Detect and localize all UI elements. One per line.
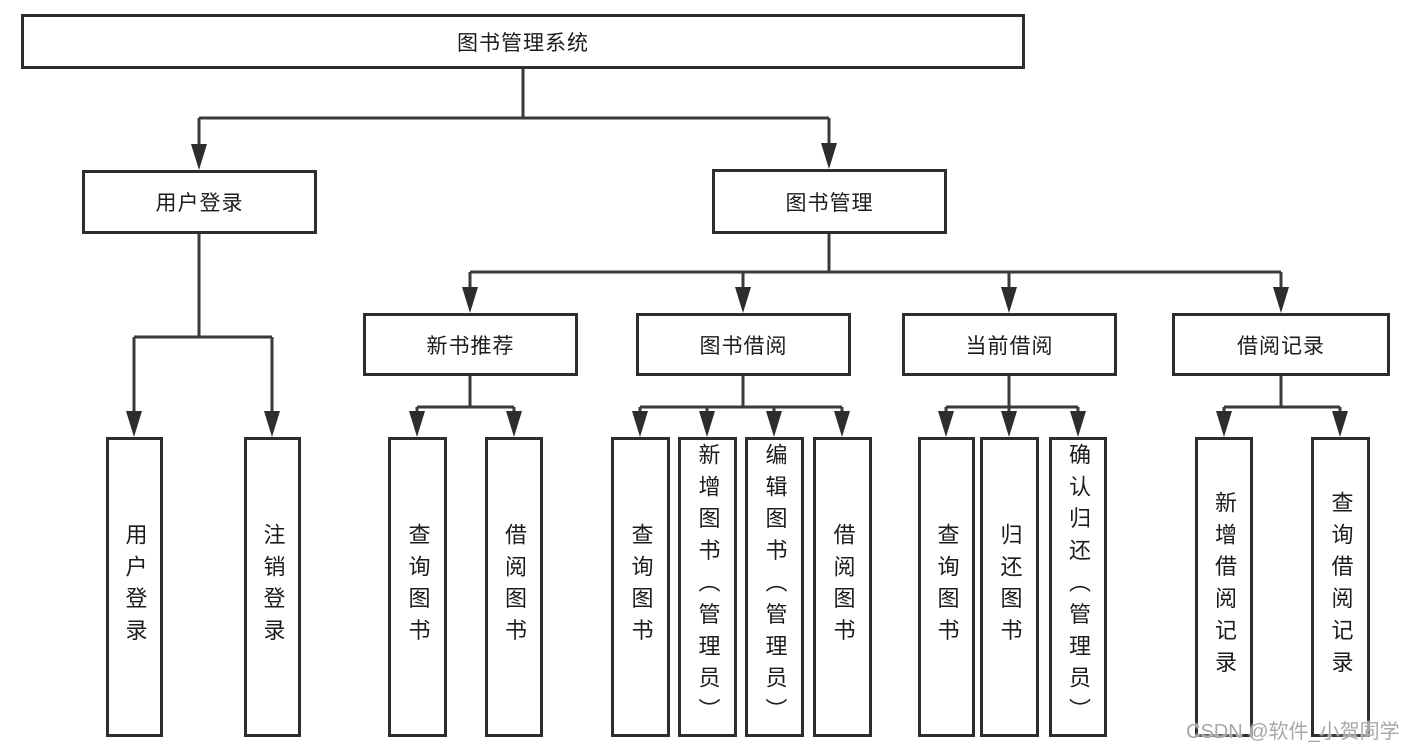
arrowhead-icon	[699, 411, 715, 437]
connector-userlogin-to-leaves	[132, 234, 274, 412]
arrowhead-icon	[632, 411, 648, 437]
connector-records-to-leaves	[1222, 376, 1342, 413]
connector-bookborrow-to-leaves	[638, 376, 844, 413]
leaf-logout: 注销登录	[244, 437, 301, 737]
arrowhead-icon	[1216, 411, 1232, 437]
leaf-user-login: 用户登录	[106, 437, 163, 737]
connector-newbook-to-leaves	[415, 376, 516, 413]
arrowhead-icon	[1001, 287, 1017, 313]
leaf-borrow-books: 借阅图书	[813, 437, 872, 737]
connector-currentborrow-to-leaves	[944, 376, 1080, 413]
leaf-query-borrow-record: 查询借阅记录	[1311, 437, 1370, 737]
arrowhead-icon	[462, 287, 478, 313]
leaf-borrow-books-recommend: 借阅图书	[485, 437, 543, 737]
arrowhead-icon	[821, 143, 837, 169]
leaf-query-books-current: 查询图书	[918, 437, 975, 737]
arrowhead-icon	[126, 411, 142, 437]
arrowhead-icon	[1332, 411, 1348, 437]
leaf-confirm-return-admin: 确认归还（管理员）	[1049, 437, 1107, 737]
node-current-borrow: 当前借阅	[902, 313, 1117, 376]
leaf-edit-book-admin: 编辑图书（管理员）	[745, 437, 804, 737]
arrowhead-icon	[506, 411, 522, 437]
connector-root-to-level2	[197, 69, 831, 146]
connector-bookmgmt-to-level3	[468, 234, 1283, 290]
arrowhead-icon	[191, 144, 207, 170]
leaf-add-borrow-record: 新增借阅记录	[1195, 437, 1253, 737]
arrowhead-icon	[735, 287, 751, 313]
node-new-book-recommend: 新书推荐	[363, 313, 578, 376]
csdn-watermark: CSDN @软件_小贺同学	[1186, 721, 1400, 743]
leaf-query-books-recommend: 查询图书	[388, 437, 447, 737]
node-borrow-records: 借阅记录	[1172, 313, 1390, 376]
arrowhead-icon	[1273, 287, 1289, 313]
arrowhead-icon	[938, 411, 954, 437]
arrowhead-icon	[264, 411, 280, 437]
leaf-add-book-admin: 新增图书（管理员）	[678, 437, 737, 737]
arrowhead-icon	[409, 411, 425, 437]
node-root-system: 图书管理系统	[21, 14, 1025, 69]
node-book-borrow: 图书借阅	[636, 313, 851, 376]
node-user-login-branch: 用户登录	[82, 170, 317, 234]
node-book-management-branch: 图书管理	[712, 169, 947, 234]
leaf-return-book: 归还图书	[980, 437, 1039, 737]
arrowhead-icon	[766, 411, 782, 437]
arrowhead-icon	[834, 411, 850, 437]
arrowhead-group	[126, 143, 1348, 437]
arrowhead-icon	[1001, 411, 1017, 437]
arrowhead-icon	[1070, 411, 1086, 437]
leaf-query-books-borrow: 查询图书	[611, 437, 670, 737]
